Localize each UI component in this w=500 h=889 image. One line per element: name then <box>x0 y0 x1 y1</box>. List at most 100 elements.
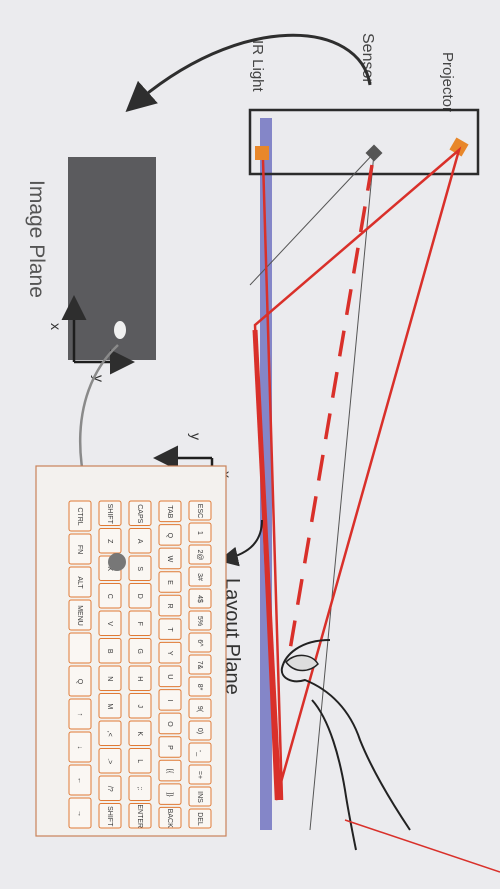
curved-arrow <box>125 33 372 112</box>
keyboard-key <box>188 500 212 521</box>
keyboard-key <box>68 632 92 664</box>
ir-light-emitter <box>255 146 269 160</box>
keyboard-key-label: ESC <box>196 504 203 518</box>
keyboard-key-label: W <box>166 556 173 563</box>
sensor-ray <box>249 152 375 286</box>
keyboard-key-label: SHIFT <box>106 806 113 827</box>
keyboard-key-label: MENU <box>76 605 83 626</box>
keyboard-key <box>188 786 212 807</box>
layout-plane-arrow <box>218 519 263 567</box>
keyboard-key-label: 9( <box>196 706 203 713</box>
projection-strip <box>252 329 282 801</box>
keyboard-key-label: V <box>106 621 113 626</box>
keyboard-key-label: P <box>166 745 173 750</box>
keyboard-key <box>188 808 212 829</box>
keyboard-key <box>188 522 212 543</box>
keyboard-key <box>188 544 212 565</box>
keyboard-key-label: ,< <box>106 731 113 737</box>
keyboard-key-label: M <box>106 703 113 709</box>
keyboard-key-label: FN <box>76 545 83 554</box>
keyboard-key-label: S <box>136 566 143 571</box>
keyboard-key <box>188 566 212 587</box>
keyboard-key <box>68 599 92 631</box>
keyboard-key-label: C <box>106 594 113 599</box>
keyboard-key-label: Q <box>166 533 173 539</box>
keyboard-key <box>158 665 182 688</box>
keyboard-key-label: K <box>136 731 143 736</box>
keyboard-key <box>128 528 152 554</box>
keyboard-key-label: G <box>136 649 143 654</box>
keyboard-key-label: CAPS <box>136 504 143 523</box>
keyboard-key <box>188 742 212 763</box>
keyboard-key-label: F <box>136 622 143 626</box>
keyboard-key-label: D <box>136 594 143 599</box>
keyboard-key-label: A <box>136 539 143 544</box>
keyboard-y-label: y <box>188 433 204 440</box>
keyboard-key <box>98 803 122 829</box>
keyboard-key <box>98 775 122 801</box>
keyboard-key <box>188 764 212 785</box>
image-plane-label: Image Plane <box>25 180 48 298</box>
keyboard-key <box>158 594 182 617</box>
fingernail <box>285 654 319 672</box>
keyboard-key <box>188 654 212 675</box>
keyboard-key-label: /? <box>106 786 113 792</box>
image-plane <box>68 157 156 360</box>
keyboard-key <box>158 641 182 664</box>
keyboard-key-label: H <box>136 676 143 681</box>
keyboard-key-label: U <box>166 674 173 679</box>
keyboard-key <box>128 555 152 581</box>
device-housing <box>248 108 480 176</box>
keyboard-key <box>98 720 122 746</box>
keyboard-key-label: 7& <box>196 661 203 670</box>
keyboard-key <box>158 500 182 523</box>
projector-label: Projector <box>439 52 456 112</box>
image-y-label: y <box>91 375 107 382</box>
keyboard-key-label: [{ <box>166 769 173 774</box>
keyboard-key-label: ↓ <box>76 746 83 750</box>
keyboard-key-label: E <box>166 580 173 585</box>
keyboard-key-label: ENTER <box>136 804 143 828</box>
keyboard-key <box>158 736 182 758</box>
keyboard-key-label: 4$ <box>196 595 203 603</box>
keyboard-key-label: L <box>136 759 143 763</box>
keyboard-key <box>68 764 92 796</box>
keyboard-key <box>68 665 92 697</box>
keyboard-key <box>98 528 122 554</box>
accent-line <box>344 819 500 873</box>
keyboard-key-label: 6^ <box>196 639 203 647</box>
keyboard-key-label: 1 <box>196 531 203 535</box>
keyboard-key <box>68 533 92 565</box>
keyboard-key-label: SHIFT <box>106 504 113 525</box>
keyboard-key-label: ]} <box>166 792 173 797</box>
keyboard-key-label: Q <box>76 679 83 685</box>
keyboard-key <box>128 665 152 691</box>
keyboard-key <box>158 806 182 829</box>
keyboard-key-label: 8* <box>196 684 203 691</box>
keyboard-key <box>128 583 152 609</box>
keyboard-key <box>98 638 122 664</box>
keyboard-key <box>98 583 122 609</box>
keyboard-key <box>98 665 122 691</box>
keyboard-key-label: I <box>166 699 173 701</box>
keyboard-key <box>188 676 212 697</box>
keyboard-key <box>188 720 212 741</box>
keyboard-key <box>158 571 182 593</box>
keyboard-key <box>98 610 122 636</box>
keyboard-key-label: INS <box>196 791 203 803</box>
keyboard-key <box>128 748 152 774</box>
keyboard-key <box>98 693 122 719</box>
finger-outline <box>280 639 411 831</box>
keyboard-key <box>128 803 152 829</box>
ir-light-label: IR Light <box>249 40 266 93</box>
keyboard-key <box>158 524 182 546</box>
keyboard-key-label: T <box>166 628 173 633</box>
keyboard-key <box>68 731 92 763</box>
keyboard-key <box>68 698 92 730</box>
keyboard-key-label: ALT <box>76 576 83 589</box>
keyboard-key-label: O <box>166 721 173 727</box>
keyboard-key-label: 5% <box>196 616 203 626</box>
keyboard-key <box>158 783 182 805</box>
finger-outline-2 <box>311 699 357 851</box>
